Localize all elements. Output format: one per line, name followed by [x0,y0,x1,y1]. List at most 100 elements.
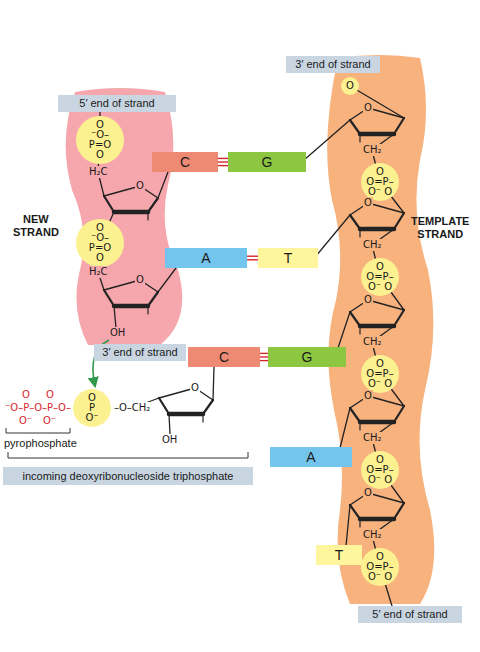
ring-bond [368,396,404,406]
hydrogen-bond [218,158,228,165]
chem-label: CH₂ [362,144,383,156]
chem-label: CH₂ [362,239,383,251]
ring-bond [350,215,360,229]
ring-bond [394,118,404,134]
chem-label: H₂C [88,266,109,278]
ring-bond [104,290,114,306]
ring-bond [114,210,148,215]
chem-label: O⁻ [18,415,33,427]
hydrogen-bond-line [218,165,228,166]
deoxyribose-ring [350,396,404,430]
hydrogen-bond-line [247,259,258,260]
group-name: pyrophosphate [3,437,78,450]
base-link [346,505,350,546]
base-box: G [268,347,346,367]
phosphate-circle: O O=P–O⁻ O [361,548,399,586]
phosphate-text: O O=P–O⁻ O [366,262,393,292]
phosphate-text: O O=P–O⁻ O [366,167,393,197]
base-box: T [316,545,362,565]
deoxyribose-ring [104,280,158,314]
chem-label: O [363,294,373,306]
end-text: 3′ end of strand [102,346,177,359]
chem-label: CH₂ [362,432,383,444]
ring-bond [114,304,148,309]
chem-label: CH₂ [362,529,383,541]
base-letter: G [302,349,313,365]
end-text: 5′ end of strand [372,608,447,621]
chem-label: H₂C [88,166,109,178]
ring-stub [147,212,148,220]
end-text: 5′ end of strand [79,97,154,110]
base-link [158,172,168,198]
triphosphate-bracket [8,452,248,458]
base-box: G [228,152,306,172]
chem-label: –O–CH₂ [113,402,151,414]
base-box: A [270,447,352,467]
ring-bond [104,196,114,212]
base-letter: T [284,250,293,266]
phosphate-text: O O=P–O⁻ O [366,552,393,582]
phosphate-text: O O=P–O⁻ O [366,359,393,389]
end-label: 3′ end of strand [286,56,380,73]
chem-label: OH [161,434,178,446]
phosphate-text: O O=P–O⁻ O [366,455,393,485]
phosphate-circle: O [341,77,359,95]
phosphate-circle: O O=P–O⁻ O [361,451,399,489]
ring-stub [359,134,360,142]
ring-stub [147,306,148,314]
ring-stub [359,326,360,334]
base-link [304,120,350,160]
ring-bond [350,408,360,422]
ring-bond [148,292,158,306]
phosphate-circle: O P O⁻ [73,389,111,427]
ring-bond [368,108,404,118]
base-letter: G [262,154,273,170]
ring-bond [350,505,360,519]
ring-bond [169,412,203,417]
ring-bond [394,406,404,422]
deoxyribose-ring [350,300,404,334]
pyrophosphate-bracket [6,428,70,433]
ring-bond [394,310,404,326]
hydrogen-bond-line [260,360,268,361]
deoxyribose-ring [350,203,404,237]
end-label: 5′ end of strand [58,95,176,112]
ring-bond [360,227,394,232]
phosphate-circle: O ⁻O–P=O O [76,116,124,164]
ring-bond [394,503,404,519]
phosphate-text: O P O⁻ [85,393,98,423]
hydrogen-bond-line [260,353,268,354]
chem-label: O [135,180,145,192]
hydrogen-bond-line [260,356,268,357]
base-link [316,215,350,256]
end-label: incoming deoxyribonucleoside triphosphat… [3,467,253,485]
hydrogen-bond [260,353,268,360]
phosphate-circle: O O=P–O⁻ O [361,355,399,393]
phosphate-text: O ⁻O–P=O O [89,223,111,263]
base-letter: T [335,547,344,563]
phosphate-circle: O O=P–O⁻ O [361,258,399,296]
chem-label: CH₂ [362,336,383,348]
ring-bond [360,517,394,522]
chem-label: O⁻ [42,415,57,427]
base-box: C [188,347,260,367]
base-letter: A [201,250,210,266]
deoxyribose-ring [350,493,404,527]
ring-stub [359,229,360,237]
hydrogen-bond-line [247,256,258,257]
template-strand-band [327,55,434,604]
hydrogen-bond [247,256,258,260]
chem-label: O [45,389,55,401]
chem-label: O [363,102,373,114]
end-label: 3′ end of strand [94,344,186,361]
base-box: C [152,152,218,172]
base-letter: A [306,449,315,465]
ring-stub [359,519,360,527]
ring-bond [350,312,360,326]
base-box: T [258,248,318,268]
base-box: A [165,248,247,268]
new-strand-band [66,88,183,345]
bond-line [114,306,116,328]
base-link [340,408,350,448]
ring-bond [360,324,394,329]
